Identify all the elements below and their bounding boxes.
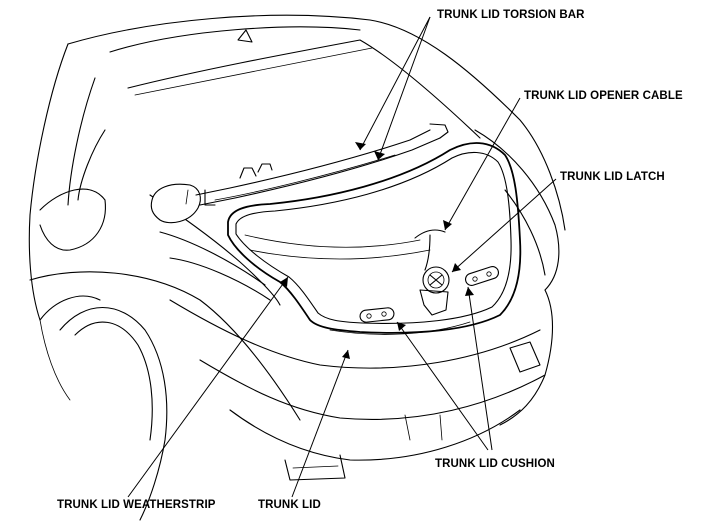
label-trunk-lid: TRUNK LID xyxy=(258,499,321,511)
torsion-bar xyxy=(150,123,449,224)
cushion xyxy=(359,307,395,323)
label-trunk-lid-cushion: TRUNK LID CUSHION xyxy=(435,458,555,470)
label-trunk-lid-weatherstrip: TRUNK LID WEATHERSTRIP xyxy=(57,499,216,511)
trunk-opening xyxy=(227,142,522,334)
car-body xyxy=(28,14,566,521)
label-trunk-lid-latch: TRUNK LID LATCH xyxy=(560,171,665,183)
leader-lines xyxy=(127,16,557,498)
label-trunk-lid-opener-cable: TRUNK LID OPENER CABLE xyxy=(524,90,683,102)
label-trunk-lid-torsion-bar: TRUNK LID TORSION BAR xyxy=(437,9,585,21)
opener-cable xyxy=(414,229,446,271)
latch xyxy=(419,266,500,316)
